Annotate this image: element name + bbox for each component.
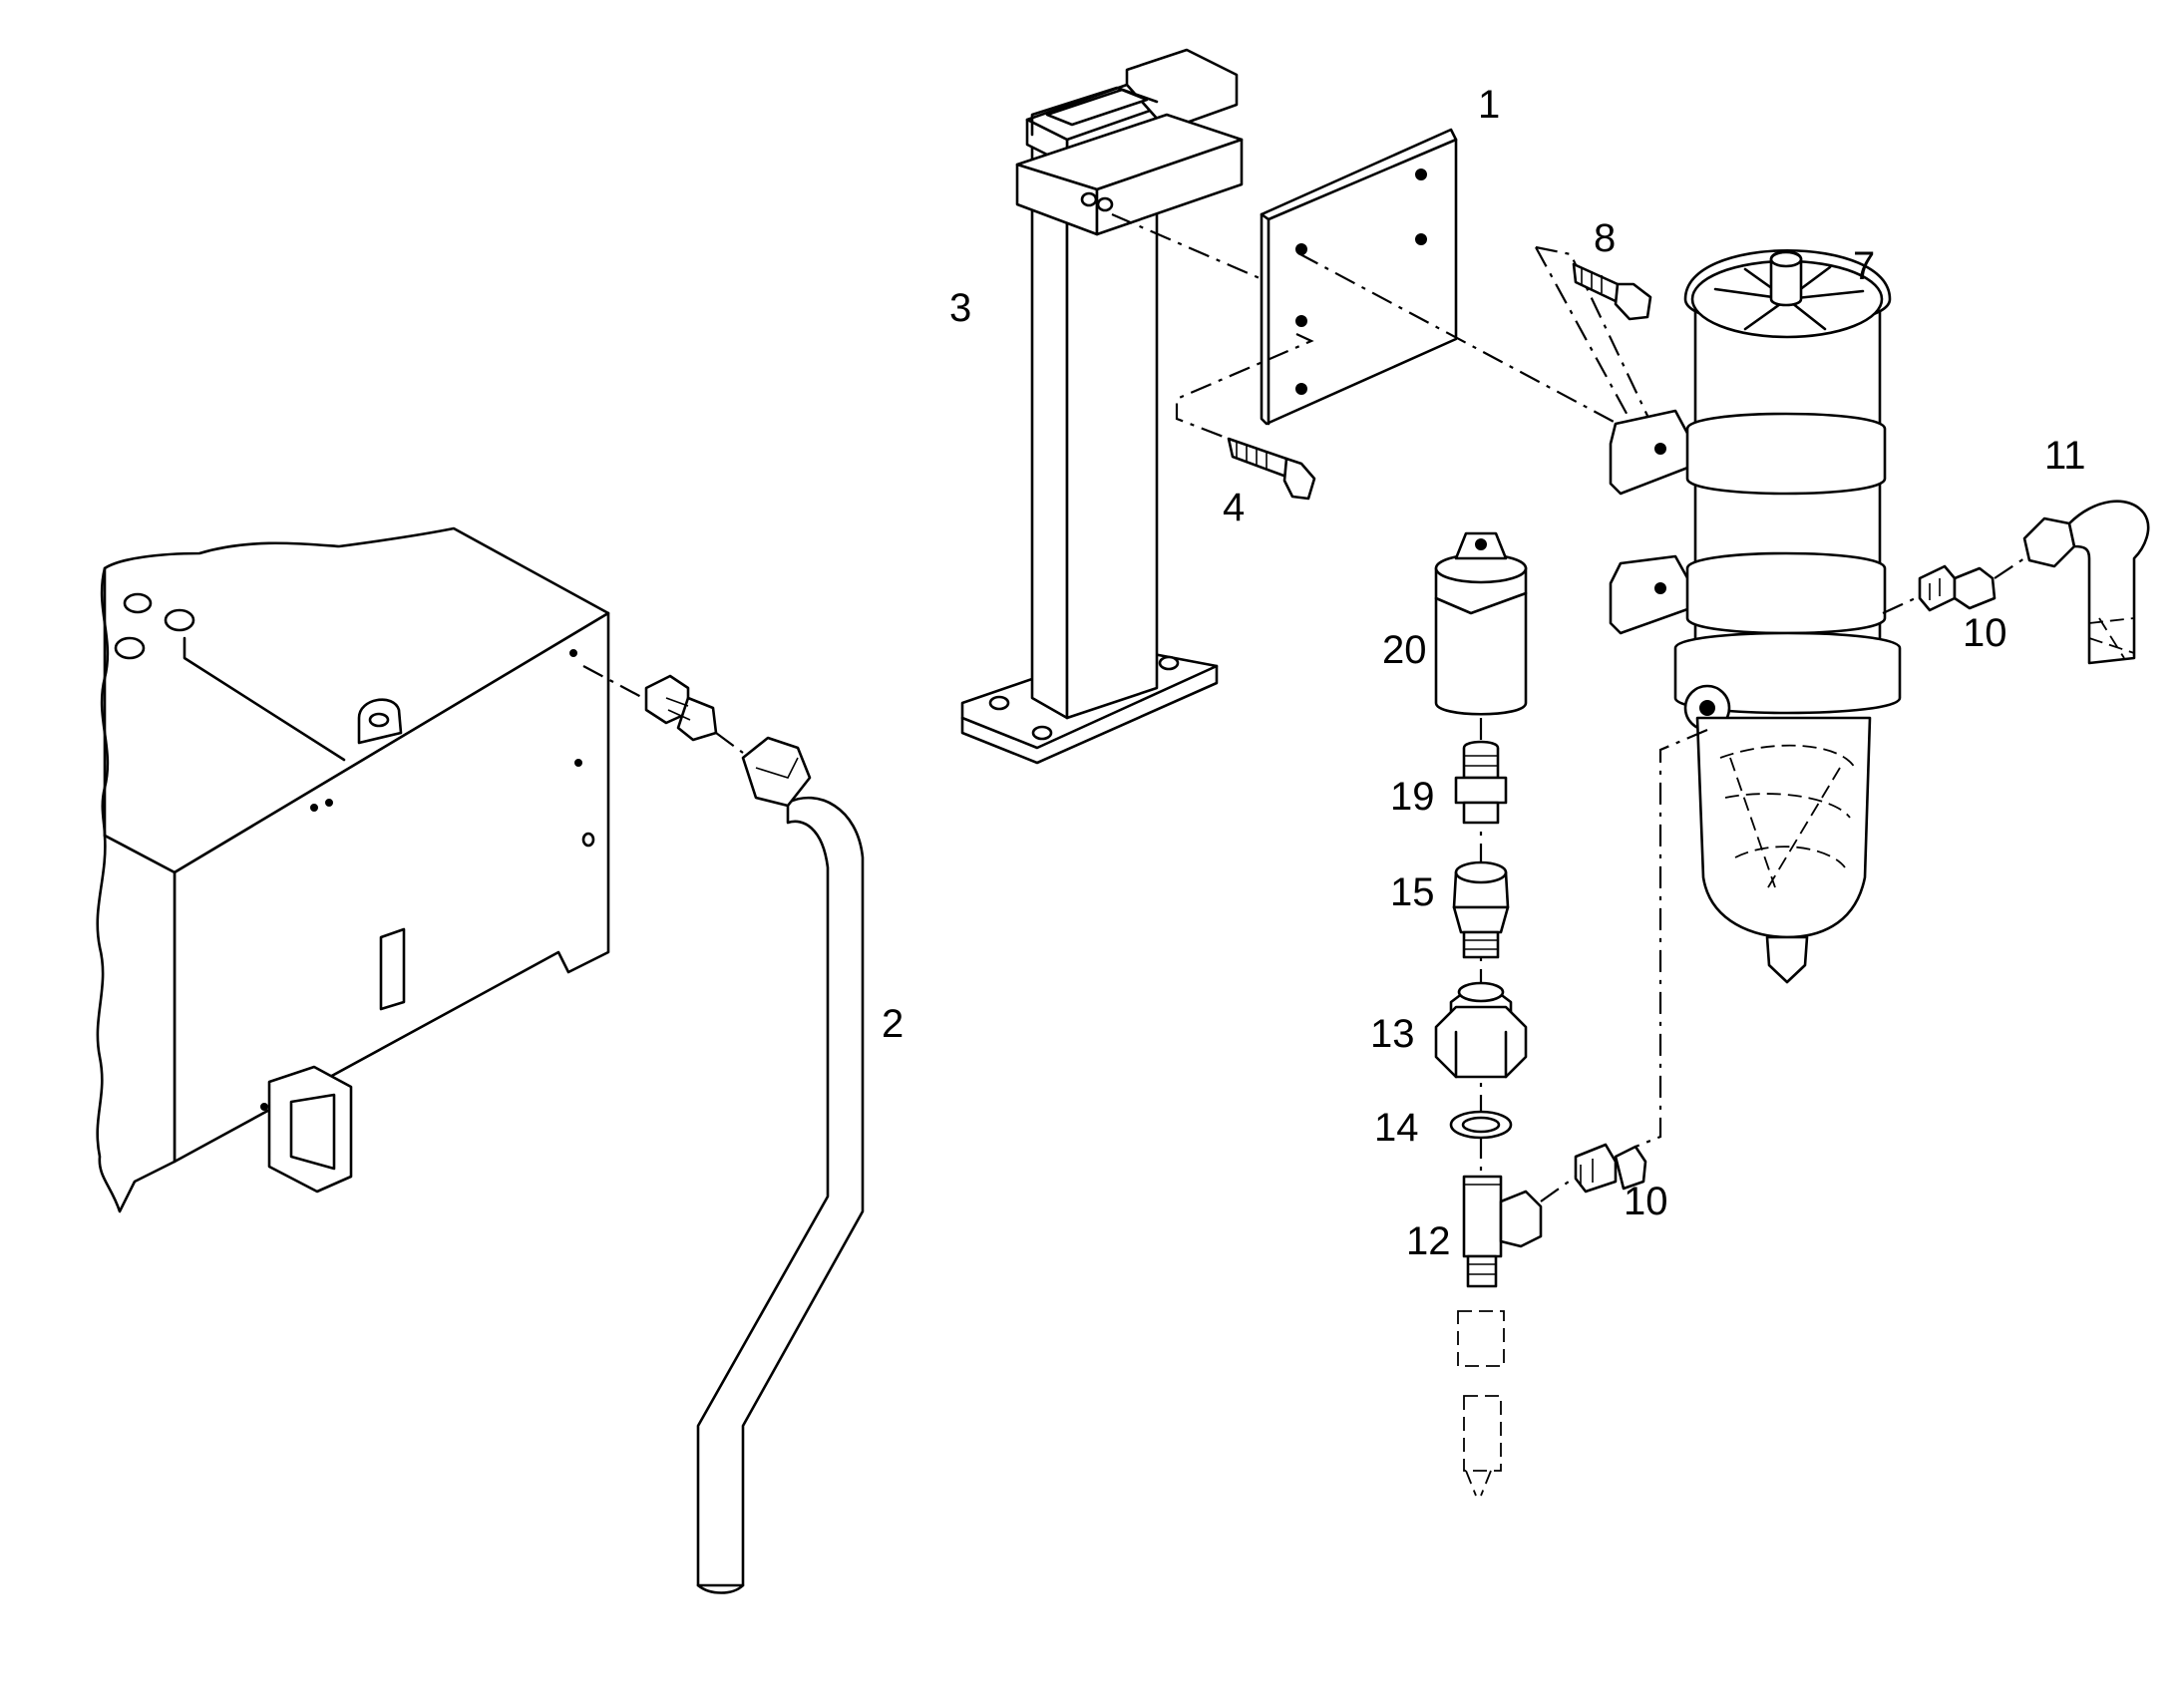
- fitting-10-lower: [1574, 1143, 1647, 1194]
- filter-band-upper: [1685, 412, 1887, 496]
- filter-bracket-bottom: [1609, 554, 1692, 635]
- filter-band-lower: [1685, 551, 1887, 635]
- bolt-8: [1572, 262, 1652, 321]
- tee-12: [1462, 1175, 1543, 1288]
- callout-15: 15: [1390, 870, 1435, 914]
- hose-lower: [1457, 1310, 1505, 1497]
- pipe-nut: [741, 736, 812, 808]
- callout-11: 11: [2044, 434, 2086, 478]
- tank-top-panel: [103, 526, 610, 874]
- tank-bolt: [574, 759, 582, 767]
- stand-base-hole: [1158, 655, 1180, 671]
- tank-bolt: [325, 799, 333, 807]
- filter-bowl: [1695, 716, 1872, 939]
- callout-20: 20: [1382, 628, 1427, 672]
- pipe-assembly: [696, 736, 865, 1594]
- pipe-tube: [696, 796, 865, 1587]
- plate-hole: [1415, 233, 1427, 245]
- stand-bolt-hole: [1080, 191, 1098, 207]
- tank-cap-1: [123, 592, 153, 614]
- tank-gauge: [379, 927, 406, 1011]
- callout-2: 2: [882, 1002, 904, 1046]
- stand-bolt-hole: [1096, 196, 1114, 212]
- plate-hole: [1295, 315, 1307, 327]
- tank-cap-3: [114, 636, 146, 660]
- callout-1: 1: [1478, 83, 1500, 127]
- tank-eye-hole: [368, 712, 390, 728]
- adapter-15: [1452, 860, 1510, 959]
- filter-assembly: [1609, 249, 1902, 984]
- tank-cap-2: [164, 608, 195, 632]
- stand-assembly: [960, 48, 1244, 765]
- tank-bolt: [569, 649, 577, 657]
- tank-bolt: [260, 1103, 268, 1111]
- bolt-4: [1227, 437, 1316, 501]
- hose-fitting-line: [715, 732, 744, 754]
- plate-hole: [1295, 243, 1307, 255]
- plate-hole: [1295, 383, 1307, 395]
- washer-14: [1449, 1110, 1513, 1140]
- callout-19: 19: [1390, 775, 1435, 819]
- mounting-plate: [1260, 128, 1458, 426]
- plate-bolt-line: [1175, 333, 1314, 441]
- tank-top-rail: [182, 636, 346, 762]
- filter-bracket-top: [1609, 409, 1692, 496]
- callout-12: 12: [1406, 1219, 1451, 1263]
- filter-lower-line: [1635, 728, 1708, 1149]
- tank-port: [581, 832, 595, 848]
- stand-bracket-line: [1111, 212, 1297, 296]
- nipple-19: [1454, 740, 1508, 825]
- tank-assembly: [96, 526, 610, 1213]
- tank-left-panel: [96, 834, 177, 1213]
- callout-14: 14: [1374, 1106, 1419, 1150]
- bolt-8-line-2: [1535, 246, 1632, 422]
- hose-11-line: [1994, 557, 2025, 579]
- stand-base-hole: [988, 695, 1010, 711]
- hose-11: [2022, 500, 2150, 665]
- nut-13: [1434, 981, 1528, 1079]
- filter-drain: [1765, 935, 1809, 984]
- callout-8: 8: [1594, 216, 1616, 260]
- switch-20: [1434, 531, 1528, 716]
- tank-fitting-line: [582, 665, 644, 699]
- callout-13: 13: [1370, 1012, 1415, 1056]
- tank-fitting: [644, 674, 718, 742]
- filter-lid-spokes: [1713, 265, 1865, 331]
- callout-10-lower: 10: [1624, 1180, 1668, 1223]
- bolt-8-line: [1535, 245, 1658, 438]
- tank-left-edge-wave: [100, 566, 110, 838]
- callout-3: 3: [949, 286, 971, 330]
- plate-face: [1260, 128, 1458, 426]
- plate-hole: [1415, 169, 1427, 180]
- callout-7: 7: [1853, 244, 1875, 288]
- stand-top-socket: [1045, 88, 1149, 127]
- tank-bolt: [310, 804, 318, 812]
- fitting-10-upper-line: [1882, 595, 1921, 614]
- tank-handle: [267, 1065, 353, 1194]
- stand-base-hole: [1031, 725, 1053, 741]
- tee-fitting-line: [1540, 1176, 1577, 1202]
- callout-10-upper: 10: [1963, 611, 2007, 655]
- callout-4: 4: [1223, 486, 1245, 529]
- plate-filter-line: [1297, 252, 1619, 425]
- fitting-10-upper: [1918, 564, 1997, 612]
